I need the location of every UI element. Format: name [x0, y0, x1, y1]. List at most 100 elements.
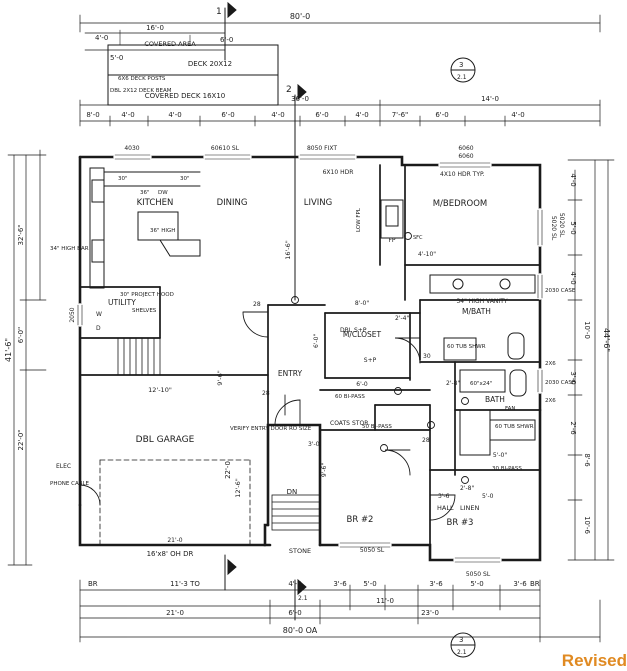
note-9-6: 9'-6": [216, 370, 224, 385]
marker-detail-1: 3: [459, 61, 463, 69]
note-washer: W: [96, 311, 102, 318]
dim-r1: 4'-0: [569, 173, 577, 186]
note-deck-beam: DBL 2X12 DECK BEAM: [110, 88, 172, 94]
note-master-hdr: 4X10 HDR TYP.: [440, 171, 485, 178]
note-door-30: 30: [423, 353, 431, 360]
note-sink: 30": [118, 176, 128, 182]
room-garage: DBL GARAGE: [136, 435, 195, 445]
kitchen-counters: [89, 167, 201, 289]
note-right-window5: 2X6: [545, 398, 556, 404]
room-living: LIVING: [304, 198, 333, 208]
dim-b10: 4'-0: [511, 111, 524, 119]
dim-br-right: BR: [530, 580, 540, 588]
note-closet-width: 6'-0": [313, 334, 320, 348]
dim-b3: 4'-0: [168, 111, 181, 119]
label-stor: STOR.: [352, 420, 370, 427]
dim-b1: 8'-0: [86, 111, 99, 119]
note-entry-step: 28: [262, 390, 270, 397]
marker-detail-2: 3: [459, 636, 463, 644]
note-hdr: 6X10 HDR: [323, 169, 354, 176]
interior-walls: [79, 164, 541, 546]
note-m-window-side2: 5020 SL: [558, 213, 565, 238]
room-kitchen: KITCHEN: [137, 198, 174, 208]
note-bypass1: 60 BI-PASS: [335, 394, 365, 400]
stairs: [117, 337, 321, 531]
dim-span-11-3: 11'-3 TO: [170, 580, 200, 588]
overall-width-bottom: 80'-0 OA: [283, 626, 318, 635]
note-br3-window: 5050 SL: [466, 571, 491, 578]
note-fixed-window: 8050 FIXT: [307, 145, 337, 152]
bath-fixtures: [429, 274, 536, 456]
note-br2-window: 5050 SL: [360, 547, 385, 554]
note-sfc: SFC: [413, 235, 423, 241]
dim-b2: 4'-0: [121, 111, 134, 119]
marker-sheet-ref: 2.1: [298, 595, 308, 602]
room-br2: BR #2: [347, 515, 374, 525]
note-door-28: 28: [422, 437, 430, 444]
note-master-window: 6060: [458, 153, 473, 160]
dim-c3: 5'-0: [363, 580, 376, 588]
note-bar: 34" HIGH BAR: [50, 246, 89, 252]
note-oven: 30" PROJECT HOOD: [120, 292, 174, 298]
dim-left-mid: 6'-0": [17, 327, 25, 344]
dim-b5: 4'-0: [271, 111, 284, 119]
dim-r5: 10'-0: [583, 321, 591, 339]
room-utility: UTILITY: [108, 298, 136, 307]
marker-detail-2-sub: 2.1: [457, 649, 467, 656]
dim-deck-width: 16'-0: [146, 24, 164, 32]
brand-logo-text: Revised: [561, 651, 627, 670]
note-bypass-closet: 6'-0: [356, 381, 368, 388]
dim-b4: 6'-0: [221, 111, 234, 119]
note-fan: FAN: [505, 406, 516, 412]
note-12-6: 12'-6": [234, 478, 242, 498]
dim-c4: 3'-6: [429, 580, 443, 588]
note-closet-8: 8'-0": [355, 300, 369, 307]
exterior-walls: [78, 155, 542, 562]
note-vanity-bath: 60"x24": [470, 381, 492, 387]
note-slider-top: 60610 SL: [211, 145, 240, 152]
note-deck-top: DECK 20X12: [188, 60, 232, 68]
window-panes: [77, 154, 543, 563]
dim-r8: 10'-6: [583, 516, 591, 534]
note-window2: 30": [180, 176, 190, 182]
dim-span-6: 6'-0: [288, 609, 301, 617]
room-m-closet: M/CLOSET: [343, 330, 382, 339]
overall-depth-left: 41'-6": [4, 338, 13, 362]
dim-r7: 8'-6: [583, 453, 591, 467]
dim-c6: 3'-6: [513, 580, 527, 588]
note-36: 36": [140, 190, 150, 196]
note-shelves: SHELVES: [132, 308, 157, 314]
note-dw: DW: [158, 190, 168, 196]
note-master-4-10: 4'-10": [418, 251, 436, 258]
door-swings: [79, 311, 456, 521]
dim-b6: 6'-0: [315, 111, 328, 119]
room-dining: DINING: [217, 198, 248, 208]
dim-a3: 6'-0: [220, 36, 233, 44]
dim-c5: 5'-0: [470, 580, 483, 588]
windows: [78, 155, 542, 562]
dim-span-21: 21'-0: [166, 609, 184, 617]
dim-span-36: 36'-0: [291, 95, 309, 103]
note-vanity: 34" HIGH VANITY: [456, 298, 507, 305]
note-tub: 60 TUB SHWR: [447, 344, 486, 350]
room-entry: ENTRY: [278, 369, 303, 378]
note-hall-3-6: 3'-6: [438, 493, 450, 500]
note-dbl-window-upper: 6060: [458, 145, 473, 152]
marker-section-1: 1: [216, 7, 222, 17]
dim-a2: 5'-0: [110, 54, 123, 62]
note-bath-5: 5'-0": [493, 452, 507, 459]
room-hall: HALL: [437, 504, 454, 512]
note-garage-depth: 22'-0: [224, 461, 232, 479]
label-coats: COATS: [330, 420, 350, 427]
dim-r4: 3'-0: [569, 371, 577, 384]
note-deck-posts: 6X6 DECK POSTS: [118, 76, 166, 82]
note-entry-30: 3'-0: [308, 441, 320, 448]
dim-span-14: 14'-0: [481, 95, 499, 103]
note-garage-door: 16'x8' OH DR: [147, 550, 194, 558]
note-garage-width: 21'-0: [167, 537, 182, 544]
note-dbl-shf: DBL S+P: [340, 327, 367, 334]
note-covered-deck: COVERED DECK 16X10: [145, 92, 226, 100]
dim-br-left: BR: [88, 580, 98, 588]
sfc-markers: [291, 232, 469, 484]
